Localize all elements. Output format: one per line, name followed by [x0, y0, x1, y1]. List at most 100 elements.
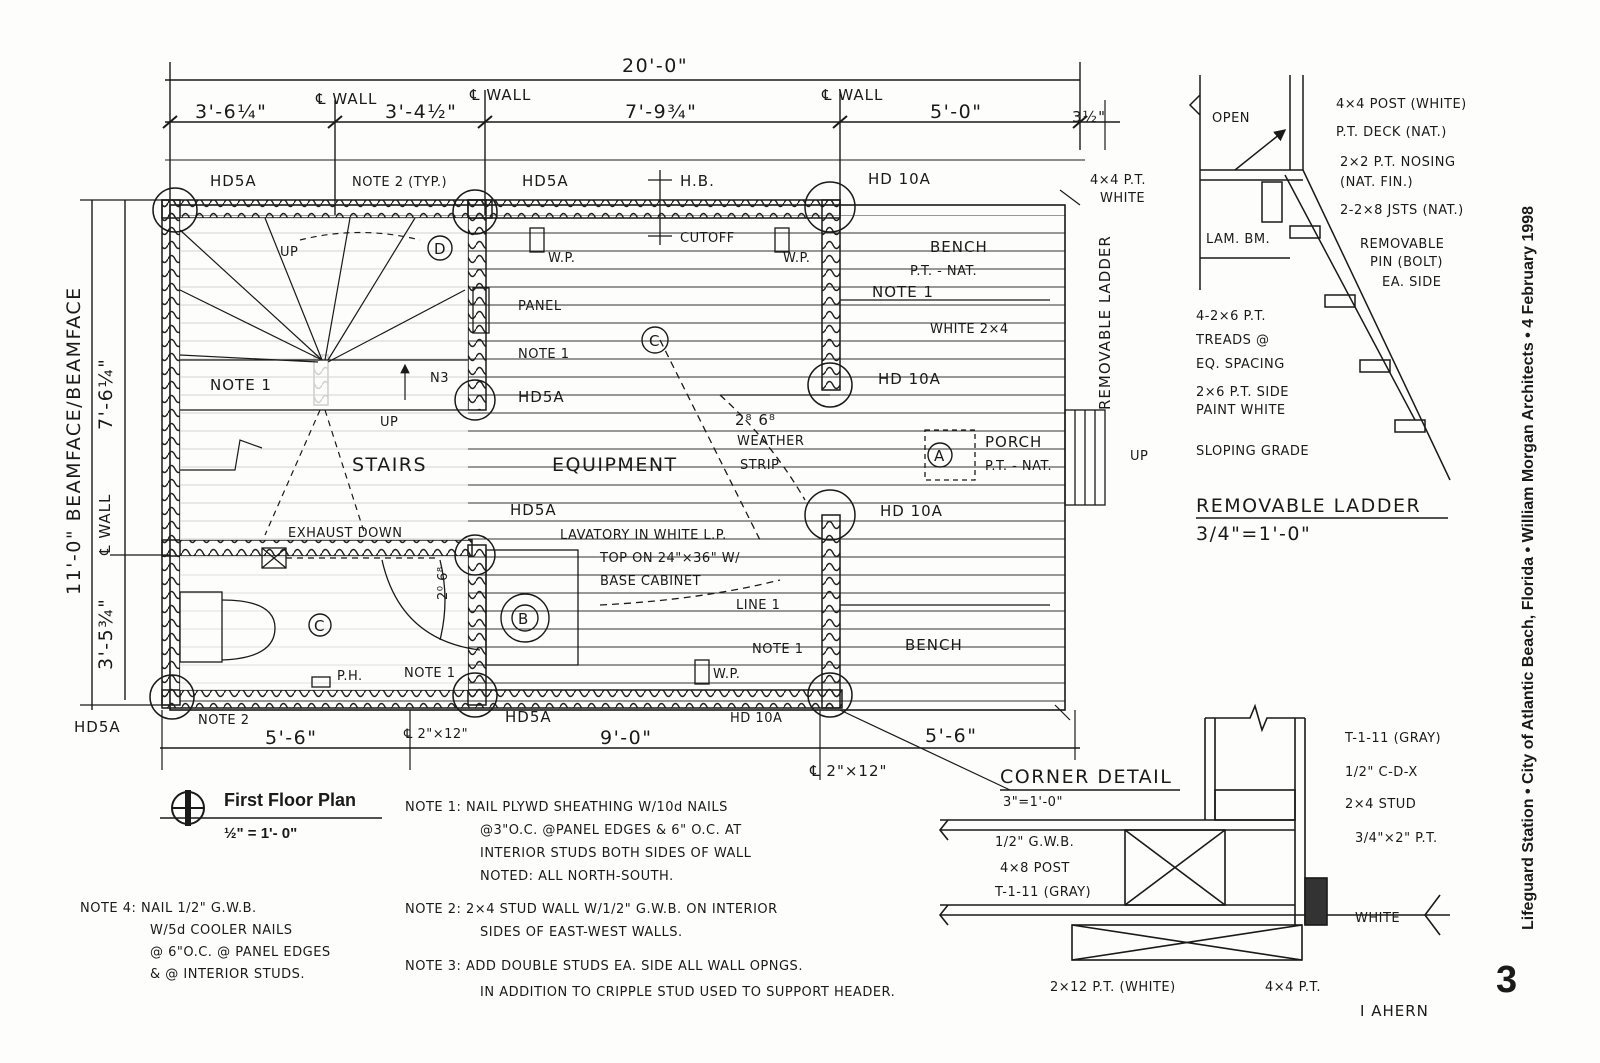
corner-post-label: 4×8 POST — [1000, 861, 1070, 876]
lavatory-label-3: BASE CABINET — [600, 574, 701, 589]
drafter-signature: I AHERN — [1360, 1002, 1429, 1020]
top-dimension-chain — [162, 62, 1120, 215]
ladder-nosing-label-1: 2×2 P.T. NOSING — [1340, 155, 1456, 170]
corner-stud-label: 2×4 STUD — [1345, 797, 1416, 812]
ladder-treads-label-3: EQ. SPACING — [1196, 357, 1285, 372]
ladder-pin-label-3: EA. SIDE — [1382, 275, 1441, 290]
ladder-scale: 3/4"=1'-0" — [1196, 523, 1311, 545]
line1-label: LINE 1 — [736, 598, 780, 613]
ladder-post-label: 4×4 POST (WHITE) — [1336, 97, 1467, 112]
bench-label-1: BENCH — [930, 238, 988, 256]
cl-wall-label-3: ℄ WALL — [821, 86, 883, 104]
dim-bay-1: 3'-6¼" — [195, 101, 267, 123]
note1-label-2: NOTE 1 — [518, 347, 570, 362]
fixture-c-label: C — [649, 332, 660, 350]
note1-line-4: NOTED: ALL NORTH-SOUTH. — [480, 869, 674, 884]
hd5a-label-6: HD5A — [505, 708, 552, 726]
cutoff-label: CUTOFF — [680, 231, 735, 246]
stairs-label: STAIRS — [352, 454, 427, 476]
ladder-side-label-1: 2×6 P.T. SIDE — [1196, 385, 1289, 400]
bottom-dim-3: 5'-6" — [925, 725, 978, 747]
hd5a-label-4: HD5A — [510, 501, 557, 519]
ladder-pin-label-1: REMOVABLE — [1360, 237, 1444, 252]
hd10a-label-4: HD 10A — [730, 711, 782, 726]
note2-typ-label: NOTE 2 (TYP.) — [352, 175, 447, 190]
holdown-circles — [149, 181, 856, 720]
ladder-joists-label: 2-2×8 JSTS (NAT.) — [1340, 203, 1464, 218]
lavatory-label-1: LAVATORY IN WHITE L.P. — [560, 528, 727, 543]
project-title-strip: Lifeguard Station • City of Atlantic Bea… — [1520, 206, 1537, 930]
weather-label: WEATHER — [737, 434, 804, 449]
note4-line-1: NOTE 4: NAIL 1/2" G.W.B. — [80, 901, 257, 916]
note3-line-1: NOTE 3: ADD DOUBLE STUDS EA. SIDE ALL WA… — [405, 959, 803, 974]
fixture-a-label: A — [934, 447, 945, 465]
corner-t111-label: T-1-11 (GRAY) — [1344, 731, 1441, 746]
ladder-grade-label: SLOPING GRADE — [1196, 444, 1309, 459]
post-label-1: 4×4 P.T. — [1090, 173, 1146, 188]
corner-white-label: WHITE — [1355, 911, 1400, 926]
notes: NOTE 1: NAIL PLYWD SHEATHING W/10d NAILS… — [80, 800, 895, 1000]
left-dim-lower: 3'-5¾" — [95, 598, 117, 670]
cl-wall-label-1: ℄ WALL — [315, 90, 377, 108]
left-dim-upper: 7'-6¼" — [95, 358, 117, 430]
ladder-open-label: OPEN — [1212, 111, 1250, 126]
note1-label-1: NOTE 1 — [872, 283, 934, 301]
door-size-label: 2⁸ 6⁸ — [735, 411, 776, 429]
bottom-dimension-chain — [160, 709, 1080, 791]
left-cl-wall-label: ℄ WALL — [96, 494, 114, 556]
fixture-symbols — [308, 235, 953, 643]
corner-t111-inner-label: T-1-11 (GRAY) — [994, 885, 1091, 900]
plan-linework — [179, 170, 1106, 688]
ladder-side-label-2: PAINT WHITE — [1196, 403, 1286, 418]
first-floor-plan: 20'-0" 3'-6¼" 3'-4½" 7'-9¾" 5'-0" 3½" ℄ … — [63, 55, 1148, 791]
dim-bay-2: 3'-4½" — [385, 101, 457, 123]
header-label-1: ℄ 2"×12" — [403, 727, 468, 742]
note1-line-2: @3"O.C. @PANEL EDGES & 6" O.C. AT — [480, 823, 742, 838]
lavatory-label-2: TOP ON 24"×36" W/ — [599, 551, 740, 566]
porch-finish-label: P.T. - NAT. — [985, 459, 1052, 474]
hd10a-label-1: HD 10A — [868, 170, 931, 188]
cl-wall-label-2: ℄ WALL — [469, 86, 531, 104]
post-label-2: WHITE — [1100, 191, 1145, 206]
plan-scale: ½" = 1'- 0" — [224, 825, 297, 842]
ladder-deck-label: P.T. DECK (NAT.) — [1336, 125, 1447, 140]
dim-bay-3: 7'-9¾" — [625, 101, 697, 123]
corner-beam-label: 2×12 P.T. (WHITE) — [1050, 980, 1176, 995]
note1-label-5: NOTE 1 — [404, 666, 456, 681]
hd5a-label-2: HD5A — [522, 172, 569, 190]
panel-label: PANEL — [518, 299, 562, 314]
note3-line-2: IN ADDITION TO CRIPPLE STUD USED TO SUPP… — [480, 985, 895, 1000]
corner-detail: CORNER DETAIL 3"=1'-0" T-1-11 (GRAY) 1/2… — [938, 703, 1450, 1020]
corner-trim-label: 3/4"×2" P.T. — [1355, 831, 1438, 846]
porch-label: PORCH — [985, 433, 1042, 451]
plan-title-block: First Floor Plan ½" = 1'- 0" — [160, 790, 382, 842]
left-dim-overall: 11'-0" BEAMFACE/BEAMFACE — [63, 286, 85, 595]
left-dimension-chain — [80, 199, 170, 710]
note1-label-3: NOTE 1 — [210, 376, 272, 394]
ladder-treads-label-2: TREADS @ — [1195, 333, 1269, 348]
plan-labels: HD5A NOTE 2 (TYP.) HD5A H.B. HD 10A 4×4 … — [74, 170, 1148, 736]
stair-winders — [179, 217, 468, 536]
ladder-nosing-label-2: (NAT. FIN.) — [1340, 175, 1413, 190]
note4-line-2: W/5d COOLER NAILS — [150, 923, 293, 938]
hd5a-label-3: HD5A — [518, 388, 565, 406]
bench-finish-label: P.T. - NAT. — [910, 264, 977, 279]
exhaust-label: EXHAUST DOWN — [288, 526, 402, 541]
white-2x4-label: WHITE 2×4 — [930, 322, 1009, 337]
dimension-ticks — [162, 115, 1088, 129]
overall-width-label: 20'-0" — [622, 55, 688, 77]
note4-line-3: @ 6"O.C. @ PANEL EDGES — [150, 945, 331, 960]
fixture-c2-label: C — [314, 617, 325, 635]
corner-title: CORNER DETAIL — [1000, 766, 1172, 788]
wp-label-1: W.P. — [548, 251, 575, 266]
strip-label: STRIP — [740, 458, 779, 473]
up-label-2: UP — [380, 415, 398, 430]
hd10a-label-2: HD 10A — [878, 370, 941, 388]
bottom-dim-2: 9'-0" — [600, 727, 653, 749]
fixture-b-label: B — [518, 610, 529, 628]
hd5a-label-1: HD5A — [210, 172, 257, 190]
corner-post2-label: 4×4 P.T. — [1265, 980, 1321, 995]
door-2-6-label: 2⁰ 6⁸ — [436, 566, 451, 600]
